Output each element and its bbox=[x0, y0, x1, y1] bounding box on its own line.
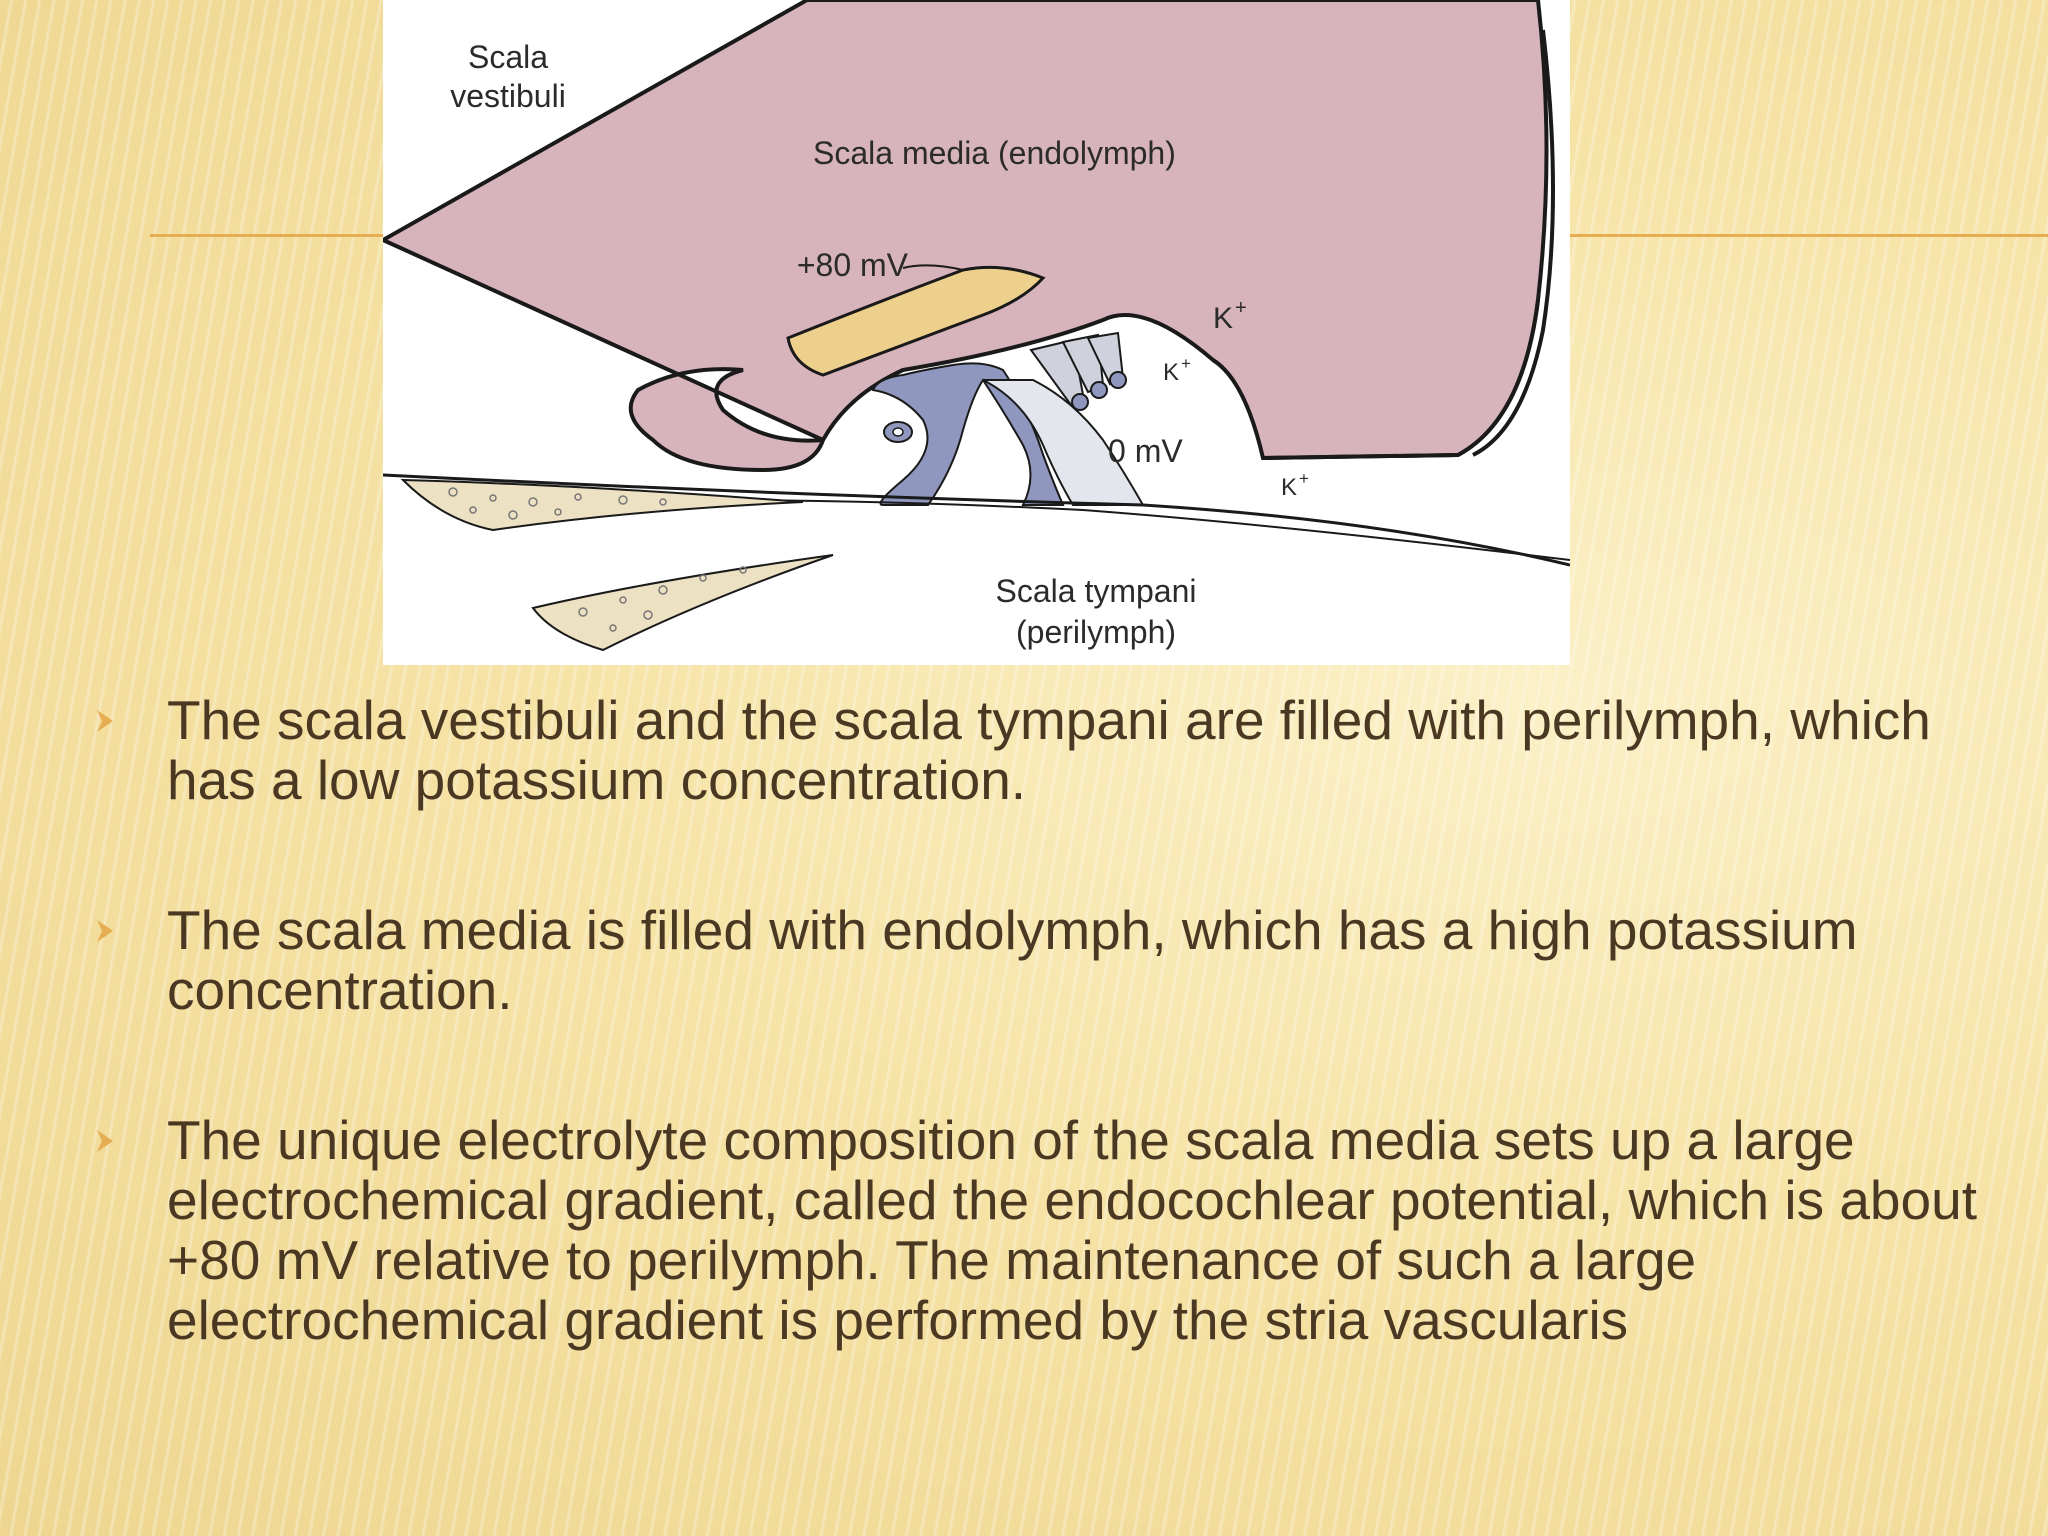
label-scala-vestibuli-1: Scala bbox=[468, 39, 548, 75]
label-zero-mv: 0 mV bbox=[1108, 433, 1183, 469]
bullet-text: The scala media is filled with endolymph… bbox=[167, 899, 1858, 1021]
label-k-upper-plus: + bbox=[1235, 297, 1247, 319]
bullet-list: The scala vestibuli and the scala tympan… bbox=[95, 690, 1995, 1440]
arrow-bullet-icon bbox=[97, 1130, 113, 1152]
label-k-middle: K bbox=[1163, 359, 1179, 386]
label-k-lower-plus: + bbox=[1299, 469, 1309, 488]
bullet-item: The scala vestibuli and the scala tympan… bbox=[95, 690, 1995, 810]
label-scala-tympani-1: Scala tympani bbox=[996, 573, 1197, 609]
hair-cells bbox=[1029, 331, 1127, 411]
label-scala-media: Scala media (endolymph) bbox=[813, 135, 1176, 171]
scala-media-lower-edge bbox=[1262, 299, 1540, 460]
outer-wall bbox=[1472, 29, 1555, 457]
bullet-item: The unique electrolyte composition of th… bbox=[95, 1110, 1995, 1350]
osseous-spiral-lamina-upper bbox=[400, 478, 804, 532]
plus80-leader bbox=[902, 264, 964, 271]
tectorial-membrane bbox=[786, 265, 1046, 377]
cochlea-diagram: Scala vestibuli Scala media (endolymph) … bbox=[383, 0, 1570, 665]
bullet-text: The unique electrolyte composition of th… bbox=[167, 1109, 1977, 1351]
bone-texture bbox=[448, 487, 747, 632]
basilar-membrane-lower bbox=[702, 499, 1570, 561]
label-scala-tympani-2: (perilymph) bbox=[1016, 614, 1176, 650]
label-k-middle-plus: + bbox=[1181, 354, 1191, 373]
bullet-item: The scala media is filled with endolymph… bbox=[95, 900, 1995, 1020]
label-k-upper: K bbox=[1213, 302, 1233, 335]
label-scala-vestibuli-2: vestibuli bbox=[450, 78, 566, 114]
title-divider-left bbox=[150, 234, 386, 237]
label-k-lower: K bbox=[1281, 474, 1297, 501]
arrow-bullet-icon bbox=[97, 710, 113, 732]
label-plus80: +80 mV bbox=[797, 247, 909, 283]
basilar-membrane bbox=[383, 473, 1570, 567]
arrow-bullet-icon bbox=[97, 920, 113, 942]
osseous-spiral-lamina-lower bbox=[531, 554, 834, 652]
title-divider-right bbox=[1570, 234, 2048, 237]
bullet-text: The scala vestibuli and the scala tympan… bbox=[167, 689, 1931, 811]
